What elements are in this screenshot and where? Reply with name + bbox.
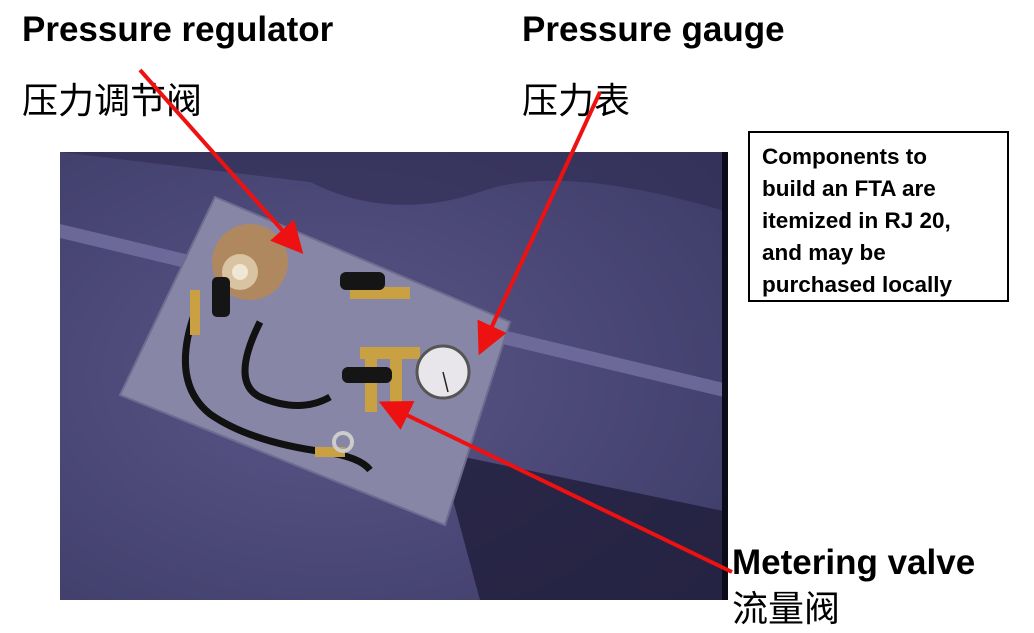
pressure-regulator-chinese-label: 压力调节阀 [22,81,203,122]
note-line: purchased locally [762,272,953,297]
components-note-box: Components to build an FTA are itemized … [748,131,1009,302]
note-line: Components to [762,144,927,169]
pressure-gauge-chinese-label: 压力表 [522,81,631,122]
metering-valve-arrow [378,401,733,574]
pressure-gauge-part [415,344,471,400]
fta-equipment-photo [60,152,728,600]
note-line: itemized in RJ 20, [762,208,951,233]
note-line: build an FTA are [762,176,936,201]
metering-valve-chinese-label: 流量阀 [732,589,841,630]
regulator-arrow [138,68,304,254]
gauge-arrow [477,91,602,356]
note-line: and may be [762,240,886,265]
pressure-regulator-part [212,224,288,300]
metering-valve-label: Metering valve [732,543,976,582]
pressure-gauge-label: Pressure gauge [522,10,785,49]
pressure-regulator-label: Pressure regulator [22,10,334,49]
